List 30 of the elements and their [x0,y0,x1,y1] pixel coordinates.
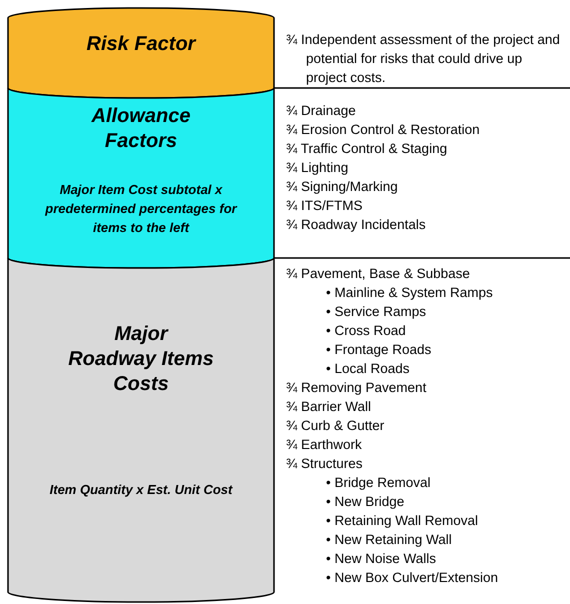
list-item: • Frontage Roads [326,341,432,359]
list-item: ¾ Barrier Wall [286,398,372,416]
list-item: • New Box Culvert/Extension [326,569,498,587]
list-item: ¾ Earthwork [286,436,362,454]
list-item: ¾ ITS/FTMS [286,197,363,215]
list-item: ¾ Curb & Gutter [286,417,384,435]
list-item: • New Retaining Wall [326,531,452,549]
list-item: • Cross Road [326,322,406,340]
section-heading: Major Roadway Items Costs [67,322,215,397]
list-item: • Service Ramps [326,303,426,321]
list-item: ¾ Structures [286,455,363,473]
formula-text: Major Item Cost subtotal x predetermined percentages for items to the left [44,181,238,237]
list-item: • Mainline & System Ramps [326,284,493,302]
list-item: • Local Roads [326,360,410,378]
list-item: ¾ Traffic Control & Staging [286,140,448,158]
list-item: ¾ Removing Pavement [286,379,426,397]
list-item: ¾ Signing/Marking [286,178,398,196]
list-item: • New Bridge [326,493,404,511]
list-item: ¾ Erosion Control & Restoration [286,121,480,139]
formula-text: Item Quantity x Est. Unit Cost [48,481,234,499]
section-heading: Risk Factor [86,32,198,57]
list-item: • New Noise Walls [326,550,436,568]
list-item: • Bridge Removal [326,474,431,492]
list-item: ¾ Roadway Incidentals [286,216,426,234]
list-item: ¾ Pavement, Base & Subbase [286,265,470,283]
description-text: ¾ Independent assessment of the project and potential for risks that could drive up project costs. [286,31,561,87]
list-item: ¾ Drainage [286,102,356,120]
section-heading: Allowance Factors [90,104,192,154]
list-item: ¾ Lighting [286,159,348,177]
list-item: • Retaining Wall Removal [326,512,478,530]
